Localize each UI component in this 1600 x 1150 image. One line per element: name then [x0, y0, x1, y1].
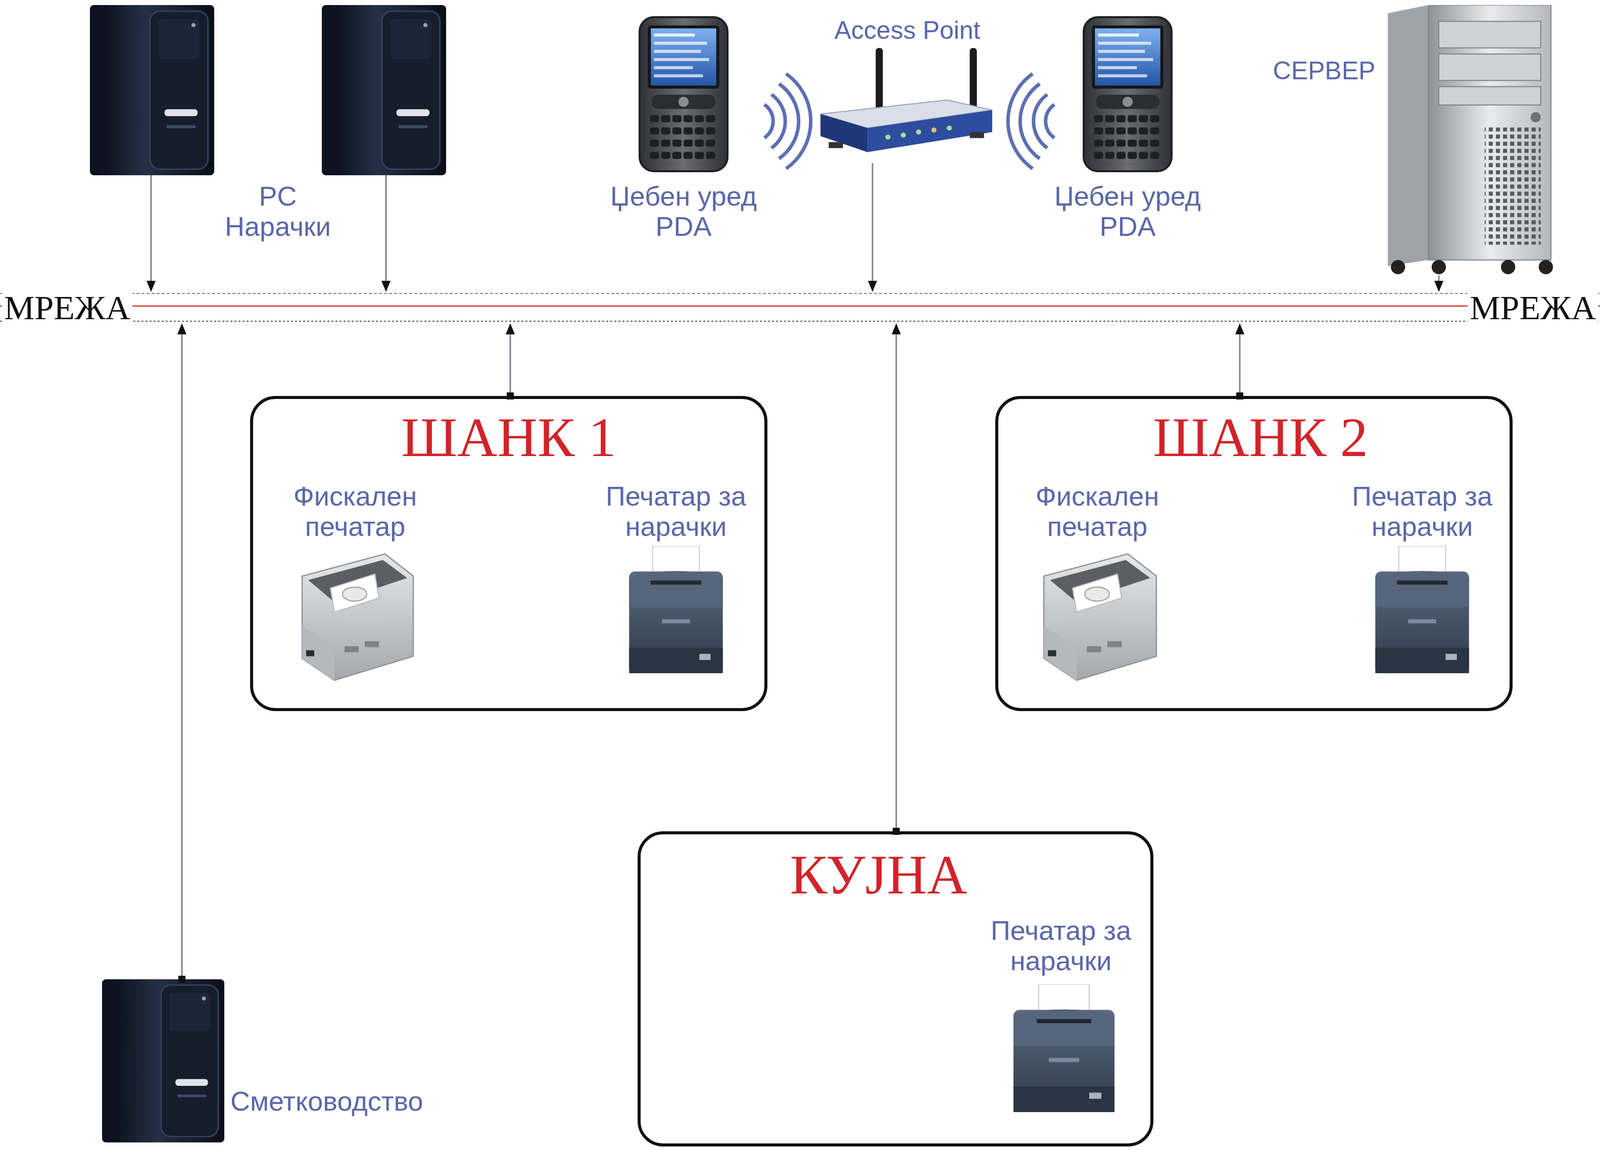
bus-line — [0, 305, 1600, 308]
pda-device-node: Џебен уред PDA — [637, 15, 730, 174]
text-holder: Печатар за нарачки — [1346, 480, 1498, 543]
zone-heading: КУЈНА — [790, 844, 968, 906]
text-holder: МРЕЖА — [1395, 289, 1598, 326]
device-label: Access Point — [834, 16, 981, 45]
text-holder: Џебен уред PDA — [600, 180, 767, 242]
link-end-square — [178, 976, 186, 984]
pda-device — [639, 17, 728, 172]
network-link — [505, 323, 515, 400]
text-holder: Џебен уред PDA — [1044, 180, 1211, 242]
device-label: PC Нарачки — [212, 180, 344, 242]
order-printer — [1375, 546, 1469, 674]
order-printer-node: Печатар за нарачки — [624, 546, 728, 679]
link-line — [509, 333, 512, 397]
bar-zone-box: ШАНК 2Фискален печатарПечатар за нарачки — [995, 396, 1513, 712]
network-link — [891, 323, 901, 836]
wave-arc — [1007, 73, 1033, 169]
text-holder: ШАНК 2 — [1058, 407, 1463, 469]
arrow-head — [505, 323, 515, 335]
link-line — [895, 333, 898, 832]
link-line — [181, 333, 183, 980]
text-holder: МРЕЖА — [2, 289, 205, 326]
pc-tower — [321, 5, 447, 176]
fiscal-printer — [1043, 554, 1157, 681]
network-label: МРЕЖА — [2, 289, 133, 326]
network-link — [1235, 323, 1245, 400]
server-tower — [1387, 5, 1554, 275]
text-holder: Сметководство — [230, 1086, 514, 1117]
server-node: СЕРВЕР — [1387, 5, 1557, 276]
fiscal-printer-node: Фискален печатар — [1035, 546, 1159, 682]
wave-arc — [779, 83, 799, 159]
fiscal-printer-node: Фискален печатар — [294, 546, 416, 682]
link-line — [385, 175, 387, 282]
text-holder: PC Нарачки — [212, 180, 344, 242]
device-label: Фискален печатар — [1021, 480, 1174, 543]
link-line — [1239, 333, 1241, 397]
arrow-head — [1434, 280, 1444, 293]
arrow-head — [146, 280, 156, 293]
fiscal-printer — [302, 554, 414, 681]
pc-tower — [89, 5, 215, 176]
text-holder: ШАНК 1 — [306, 407, 711, 469]
wave-arc — [786, 73, 811, 169]
bus-line — [0, 293, 1600, 295]
zone-heading: ШАНК 1 — [401, 407, 617, 469]
order-printer-node: Печатар за нарачки — [1008, 984, 1120, 1118]
pc-tower — [102, 979, 225, 1143]
order-printer — [1013, 984, 1115, 1113]
bar-zone-box: ШАНК 1Фискален печатарПечатар за нарачки — [250, 396, 768, 712]
device-label: Печатар за нарачки — [1346, 480, 1498, 543]
network-label: МРЕЖА — [1467, 289, 1598, 326]
device-label: Џебен уред PDA — [600, 180, 767, 242]
arrow-head — [891, 323, 901, 335]
device-label: Фискален печатар — [279, 480, 431, 543]
network-link — [867, 163, 878, 293]
pc-group: PC Нарачки — [89, 5, 447, 176]
access-point-node: Access Point — [816, 47, 996, 164]
network-bus: МРЕЖА МРЕЖА — [0, 292, 1600, 324]
accounting-pc-node: Сметководство — [102, 979, 225, 1143]
wave-arc — [771, 94, 786, 149]
order-printer-node: Печатар за нарачки — [1370, 546, 1474, 679]
network-link — [1434, 275, 1444, 293]
link-line — [150, 175, 153, 282]
device-label: СЕРВЕР — [1273, 56, 1376, 85]
text-holder: Печатар за нарачки — [600, 480, 752, 543]
access-point — [820, 47, 993, 153]
wave-arc — [764, 104, 773, 138]
pda-device — [1083, 17, 1172, 172]
arrow-head — [177, 323, 187, 335]
arrow-head — [867, 280, 878, 293]
kitchen-zone-box: КУЈНА Печатар за нарачки — [637, 831, 1154, 1147]
arrow-head — [1235, 323, 1245, 335]
wave-arc — [1020, 83, 1040, 159]
device-label: Сметководство — [230, 1086, 424, 1117]
text-holder: Печатар за нарачки — [985, 915, 1137, 977]
pda-device-node: Џебен уред PDA — [1081, 15, 1174, 174]
network-link — [146, 175, 156, 293]
text-holder: КУЈНА — [676, 844, 1081, 906]
wireless-waves — [764, 73, 1055, 169]
text-holder: Фискален печатар — [1021, 480, 1174, 543]
device-label: Џебен уред PDA — [1044, 180, 1211, 242]
network-link — [177, 323, 187, 984]
bus-lines — [0, 292, 1600, 324]
text-holder: Фискален печатар — [279, 480, 431, 543]
bus-line — [0, 320, 1600, 322]
device-label: Печатар за нарачки — [985, 915, 1137, 977]
device-label: Печатар за нарачки — [600, 480, 752, 543]
order-printer — [628, 546, 723, 674]
network-link — [381, 175, 391, 293]
text-holder: Access Point — [801, 16, 1014, 45]
wave-arc — [1033, 94, 1048, 149]
link-line — [871, 163, 874, 282]
text-holder: СЕРВЕР — [1258, 56, 1390, 85]
arrow-head — [381, 280, 391, 293]
zone-heading: ШАНК 2 — [1152, 407, 1369, 469]
wave-arc — [1045, 104, 1055, 138]
